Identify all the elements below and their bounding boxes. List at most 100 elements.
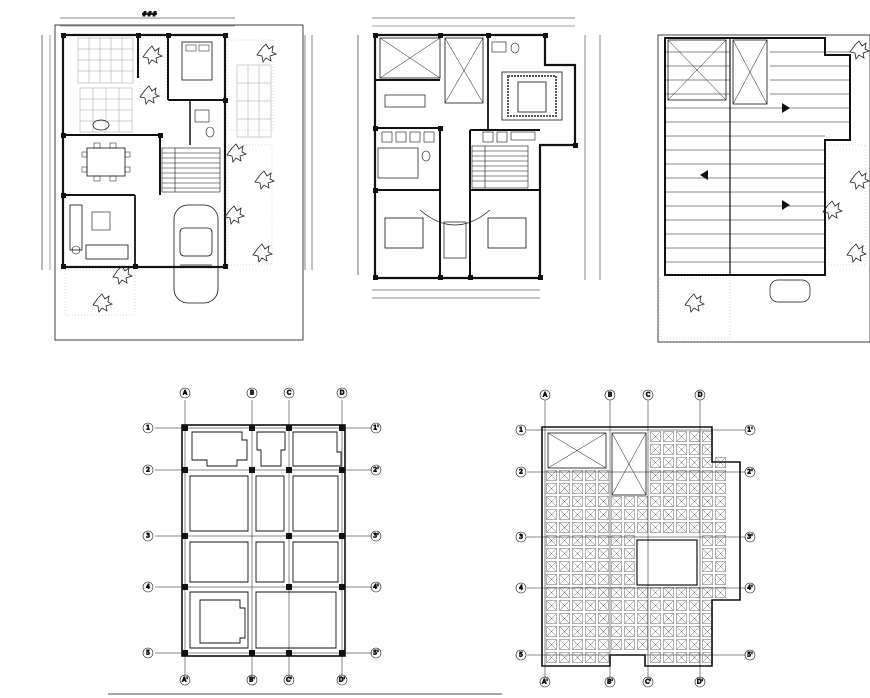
slab-cell bbox=[689, 626, 700, 637]
stair-icon bbox=[161, 147, 221, 193]
slab-cell-diagonal bbox=[676, 639, 687, 650]
slab-cell-diagonal bbox=[624, 561, 635, 572]
slab-cell-diagonal bbox=[689, 613, 700, 624]
slab-cell-diagonal bbox=[715, 535, 726, 546]
slab-cell-diagonal bbox=[585, 548, 596, 559]
slab-cell bbox=[559, 522, 570, 533]
slab-cell-diagonal bbox=[559, 652, 570, 663]
slab-cell-diagonal bbox=[572, 574, 583, 585]
slab-cell bbox=[676, 431, 687, 442]
slab-cell bbox=[585, 613, 596, 624]
slab-cell-diagonal bbox=[572, 561, 583, 572]
slab-cell-diagonal bbox=[637, 587, 648, 598]
slab-cell bbox=[611, 548, 622, 559]
slab-cell bbox=[663, 496, 674, 507]
slab-cell bbox=[585, 496, 596, 507]
slab-axis-right-2: 2' bbox=[747, 469, 753, 476]
slab-cell bbox=[624, 548, 635, 559]
slab-cell-diagonal bbox=[611, 561, 622, 572]
slab-cell bbox=[637, 496, 648, 507]
axis-label-bottom-d: D' bbox=[339, 677, 346, 684]
slab-cell bbox=[598, 522, 609, 533]
slab-cell bbox=[702, 587, 713, 598]
slab-cell-diagonal bbox=[598, 613, 609, 624]
axis-label-bottom-a: A' bbox=[182, 677, 188, 684]
slab-cell bbox=[598, 587, 609, 598]
axis-label-left-4: 4 bbox=[146, 584, 150, 591]
slab-cell-diagonal bbox=[559, 574, 570, 585]
slab-cell-diagonal bbox=[572, 522, 583, 533]
axis-label-right-4: 4' bbox=[373, 584, 379, 591]
slab-axis-right-3: 3' bbox=[747, 534, 753, 541]
slab-cell bbox=[650, 613, 661, 624]
slab-cell-diagonal bbox=[546, 587, 557, 598]
slab-cell bbox=[715, 587, 726, 598]
slab-cell-diagonal bbox=[702, 483, 713, 494]
slab-cell-diagonal bbox=[676, 431, 687, 442]
slab-cell bbox=[650, 457, 661, 468]
slab-cell bbox=[663, 587, 674, 598]
slab-cell-diagonal bbox=[650, 652, 661, 663]
slab-cell bbox=[546, 470, 557, 481]
slab-cell bbox=[598, 574, 609, 585]
slab-cell bbox=[689, 509, 700, 520]
slab-axis-top-c: C bbox=[646, 392, 650, 399]
slab-cell-diagonal bbox=[637, 600, 648, 611]
slab-cell bbox=[689, 652, 700, 663]
slab-cell-diagonal bbox=[611, 496, 622, 507]
slab-cell-diagonal bbox=[585, 509, 596, 520]
slab-cell-diagonal bbox=[650, 431, 661, 442]
slab-cell bbox=[663, 457, 674, 468]
slab-cell-diagonal bbox=[663, 431, 674, 442]
slab-cell-diagonal bbox=[702, 535, 713, 546]
slab-cell bbox=[572, 509, 583, 520]
slab-cell bbox=[598, 561, 609, 572]
slab-cell bbox=[585, 652, 596, 663]
slab-cell bbox=[598, 496, 609, 507]
slab-cell bbox=[676, 444, 687, 455]
slab-cell-diagonal bbox=[676, 509, 687, 520]
slab-cell bbox=[715, 535, 726, 546]
slab-cell bbox=[702, 626, 713, 637]
slab-cell-diagonal bbox=[715, 522, 726, 533]
slab-cell bbox=[559, 509, 570, 520]
slab-cell bbox=[663, 626, 674, 637]
slab-cell bbox=[572, 639, 583, 650]
slab-cell-diagonal bbox=[689, 457, 700, 468]
axis-label-right-2: 2' bbox=[373, 467, 379, 474]
slab-cell bbox=[650, 587, 661, 598]
slab-cell-diagonal bbox=[715, 496, 726, 507]
slab-cell-diagonal bbox=[559, 600, 570, 611]
axis-label-right-1: 1' bbox=[373, 425, 379, 432]
slab-cell bbox=[546, 522, 557, 533]
slab-cell bbox=[624, 639, 635, 650]
slab-cell bbox=[715, 574, 726, 585]
slab-cell-diagonal bbox=[585, 600, 596, 611]
slab-cell-diagonal bbox=[650, 496, 661, 507]
slab-cell-diagonal bbox=[689, 522, 700, 533]
slab-cell-diagonal bbox=[546, 483, 557, 494]
slab-cell-diagonal bbox=[676, 587, 687, 598]
slab-cell-diagonal bbox=[702, 470, 713, 481]
slab-cell bbox=[689, 639, 700, 650]
slab-cell bbox=[676, 613, 687, 624]
sofa-icon bbox=[69, 204, 83, 251]
slab-cell bbox=[559, 639, 570, 650]
slab-cell-diagonal bbox=[650, 522, 661, 533]
slab-axis-top-b: B bbox=[608, 392, 612, 399]
slab-cell bbox=[650, 522, 661, 533]
slab-cell-diagonal bbox=[676, 483, 687, 494]
slab-cell-diagonal bbox=[676, 444, 687, 455]
slab-cell bbox=[559, 535, 570, 546]
slab-cell bbox=[650, 600, 661, 611]
axis-label-right-5: 5' bbox=[373, 650, 379, 657]
slab-cell-diagonal bbox=[715, 587, 726, 598]
slab-cell-diagonal bbox=[650, 626, 661, 637]
slab-cell-diagonal bbox=[624, 535, 635, 546]
slab-cell bbox=[585, 522, 596, 533]
slab-cell-diagonal bbox=[585, 470, 596, 481]
slab-cell-diagonal bbox=[585, 483, 596, 494]
slab-cell bbox=[546, 639, 557, 650]
slab-cell bbox=[702, 652, 713, 663]
slab-cell bbox=[663, 522, 674, 533]
